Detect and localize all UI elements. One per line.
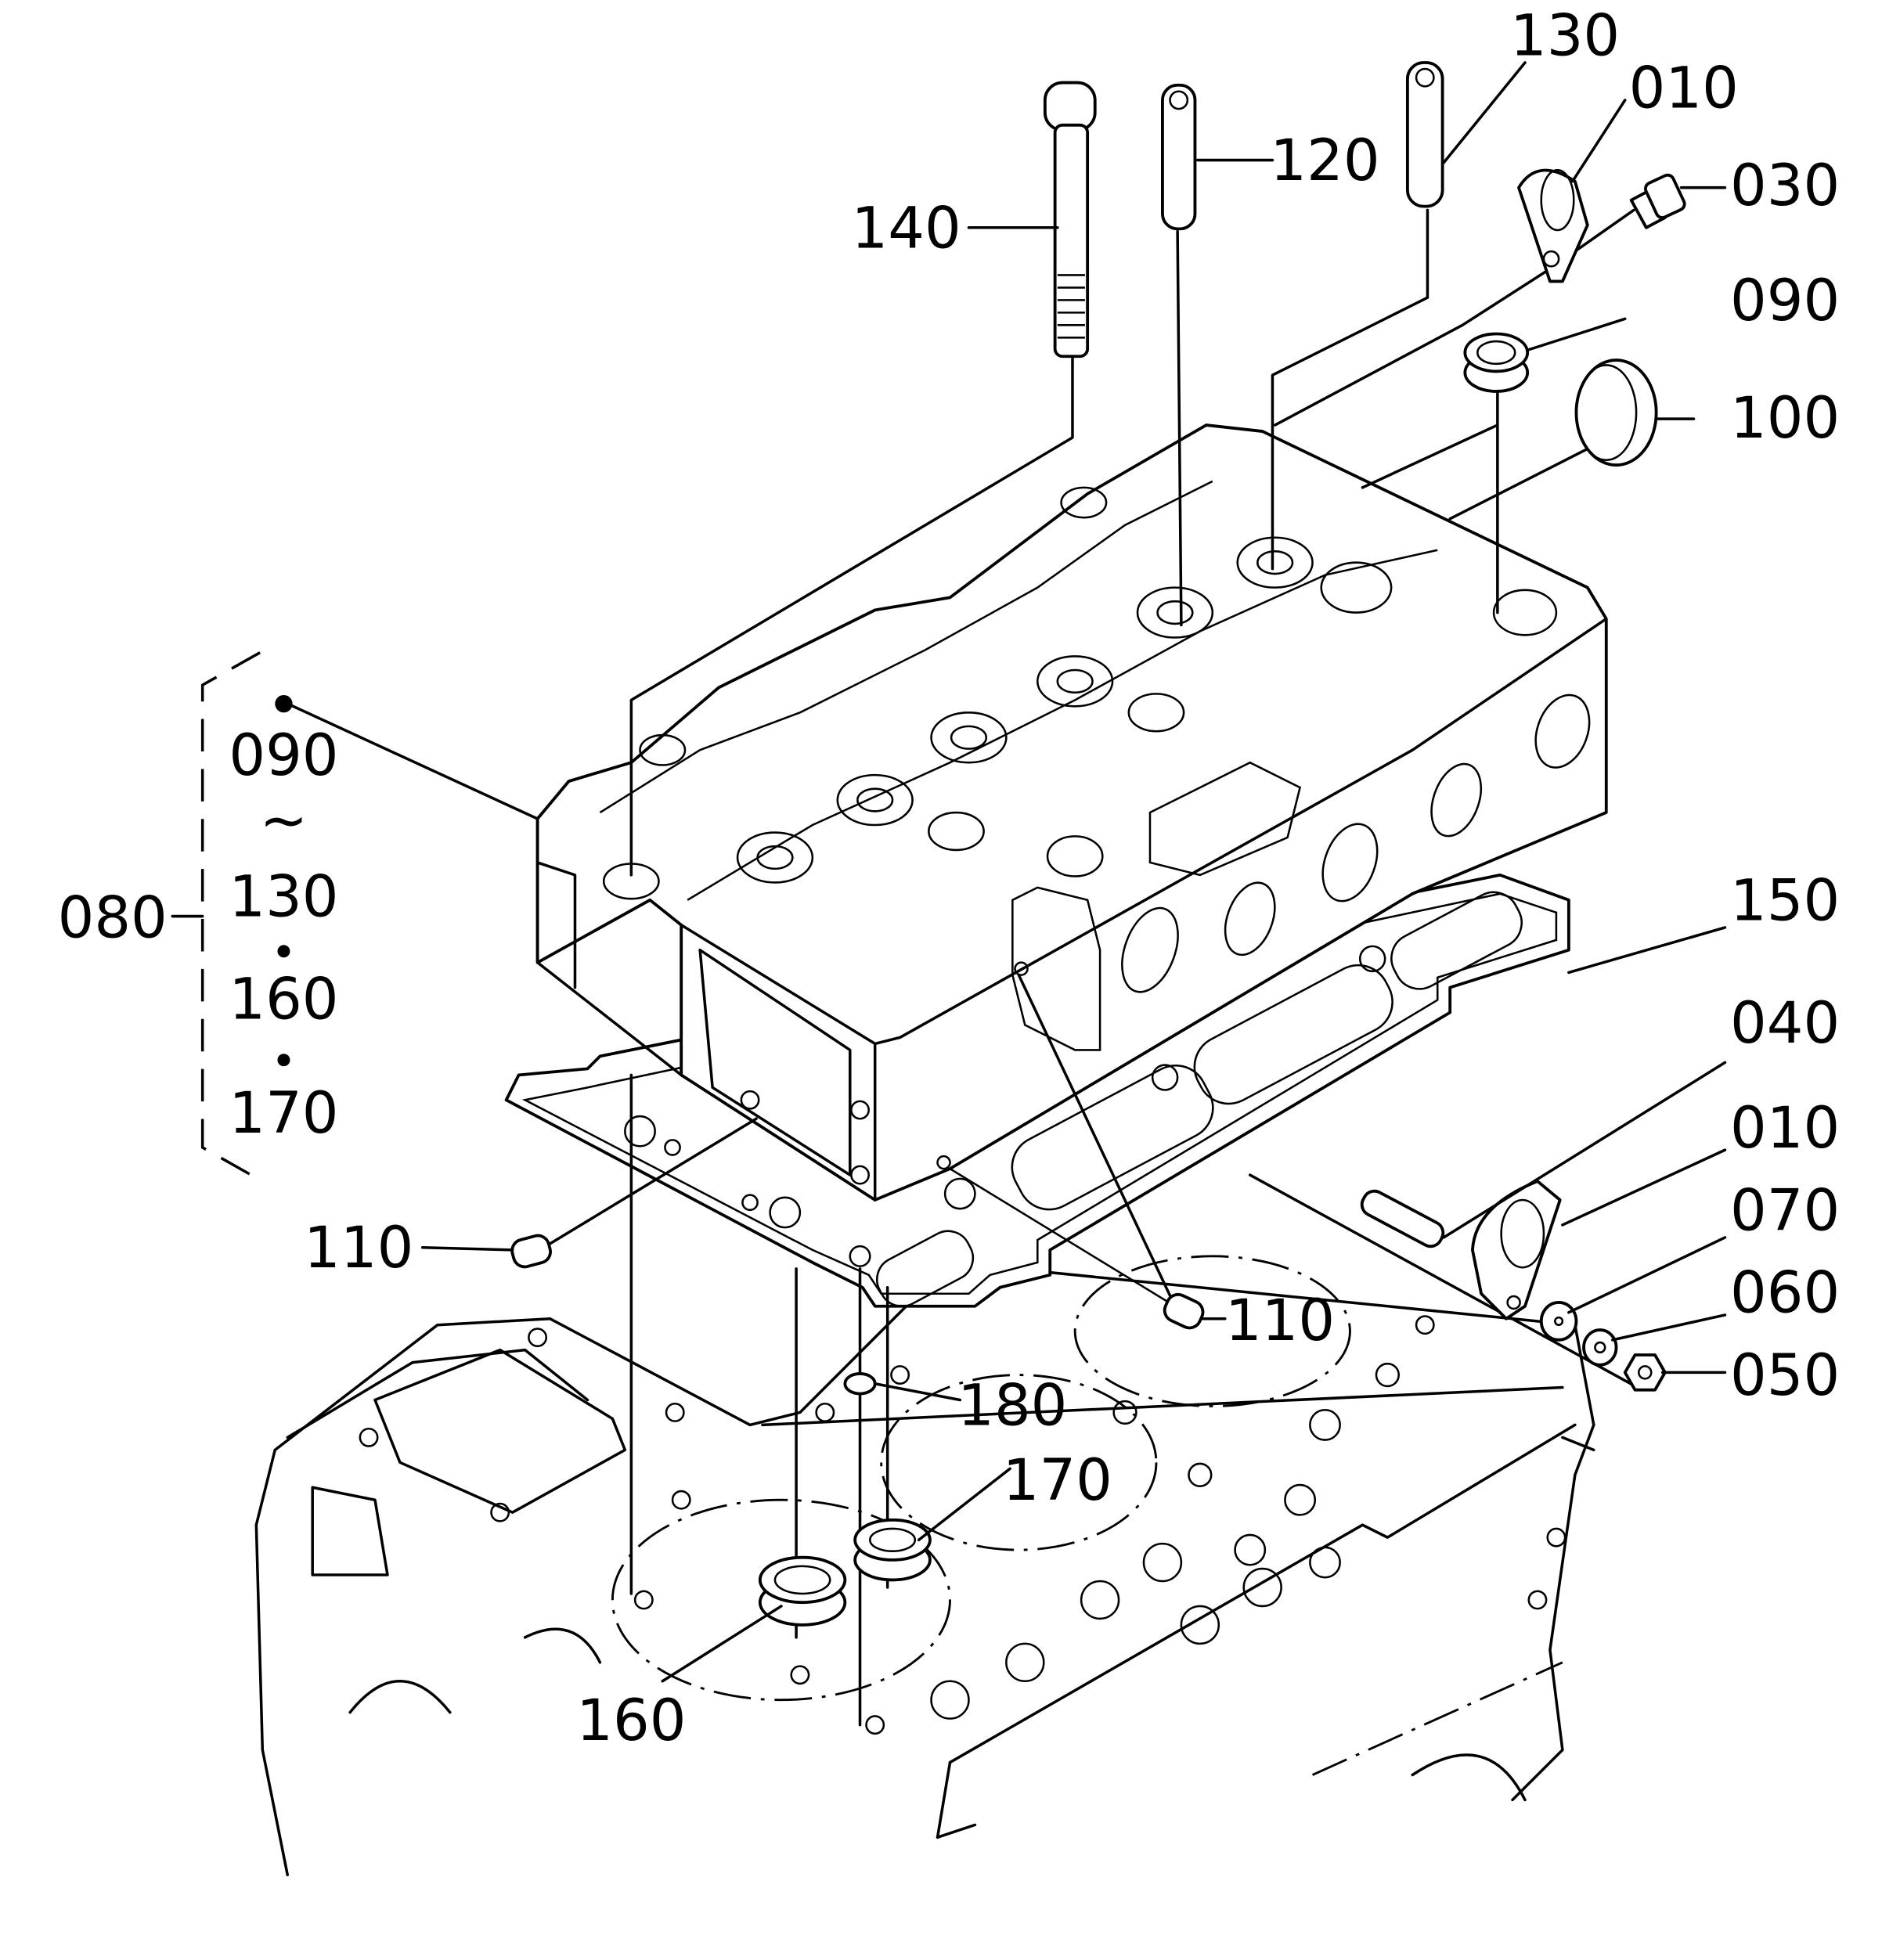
- dowel-hole: [633, 1590, 654, 1610]
- bullet-dot: [277, 1054, 290, 1067]
- cylinder-head: [535, 423, 1608, 1202]
- assembly-group-080: 090 ~ 130 160 170 080: [58, 651, 339, 1182]
- callout-040: 040: [1730, 990, 1840, 1057]
- callout-leaders: [171, 61, 1727, 1683]
- part-120-valve-guide: [1161, 83, 1197, 231]
- cylinder-bore-1: [611, 1498, 951, 1702]
- group-item-130: 130: [229, 864, 338, 931]
- callout-030: 030: [1730, 153, 1840, 219]
- part-070-washer: [1539, 1301, 1578, 1342]
- part-110-plug-right: [1163, 1292, 1205, 1330]
- part-090-seal: [1463, 332, 1530, 393]
- bullet-dot: [275, 694, 293, 713]
- part-060-lock-washer: [1582, 1328, 1618, 1367]
- callout-070: 070: [1730, 1177, 1840, 1244]
- callout-010-top: 010: [1629, 55, 1739, 121]
- callout-120: 120: [1270, 128, 1379, 194]
- callout-180: 180: [957, 1372, 1067, 1439]
- part-100-plug-cap: [1574, 358, 1658, 467]
- callout-010-bottom: 010: [1730, 1095, 1840, 1162]
- cylinder-bore-3: [1073, 1255, 1351, 1407]
- part-040-stud: [1360, 1189, 1445, 1248]
- part-170-seal: [853, 1518, 932, 1582]
- part-050-nut: [1623, 1353, 1667, 1392]
- part-010-bracket-top: [1517, 168, 1589, 283]
- part-010-bracket-bottom: [1471, 1180, 1562, 1320]
- callout-160: 160: [576, 1688, 686, 1754]
- callout-170: 170: [1003, 1447, 1112, 1514]
- callout-060: 060: [1730, 1260, 1840, 1327]
- leader-lines: [629, 208, 1639, 1727]
- group-item-160: 160: [229, 966, 338, 1032]
- part-140-head-bolt: [1043, 81, 1097, 358]
- callout-150: 150: [1730, 867, 1840, 934]
- callout-080: 080: [58, 885, 168, 952]
- group-item-090: 090: [229, 722, 338, 789]
- part-130-valve-guide: [1405, 61, 1444, 208]
- part-030-plug: [1629, 173, 1686, 229]
- callout-050: 050: [1730, 1342, 1840, 1409]
- callout-110-left: 110: [304, 1215, 413, 1281]
- callout-130: 130: [1510, 2, 1620, 69]
- part-110-plug-left: [510, 1234, 552, 1269]
- callout-100: 100: [1730, 385, 1840, 452]
- callout-labels: 130 010 120 030 140 090 100 150 040 010 …: [304, 2, 1840, 1753]
- callout-140: 140: [852, 195, 961, 261]
- group-range-tilde: ~: [260, 787, 308, 854]
- cylinder-bore-2: [880, 1374, 1158, 1551]
- group-item-170: 170: [229, 1080, 338, 1147]
- bullet-dot: [277, 945, 290, 958]
- part-160-seal: [758, 1555, 847, 1627]
- part-180-o-ring: [843, 1372, 877, 1396]
- callout-110-right: 110: [1225, 1288, 1335, 1354]
- engine-block: [254, 1255, 1595, 1877]
- callout-090: 090: [1730, 268, 1840, 334]
